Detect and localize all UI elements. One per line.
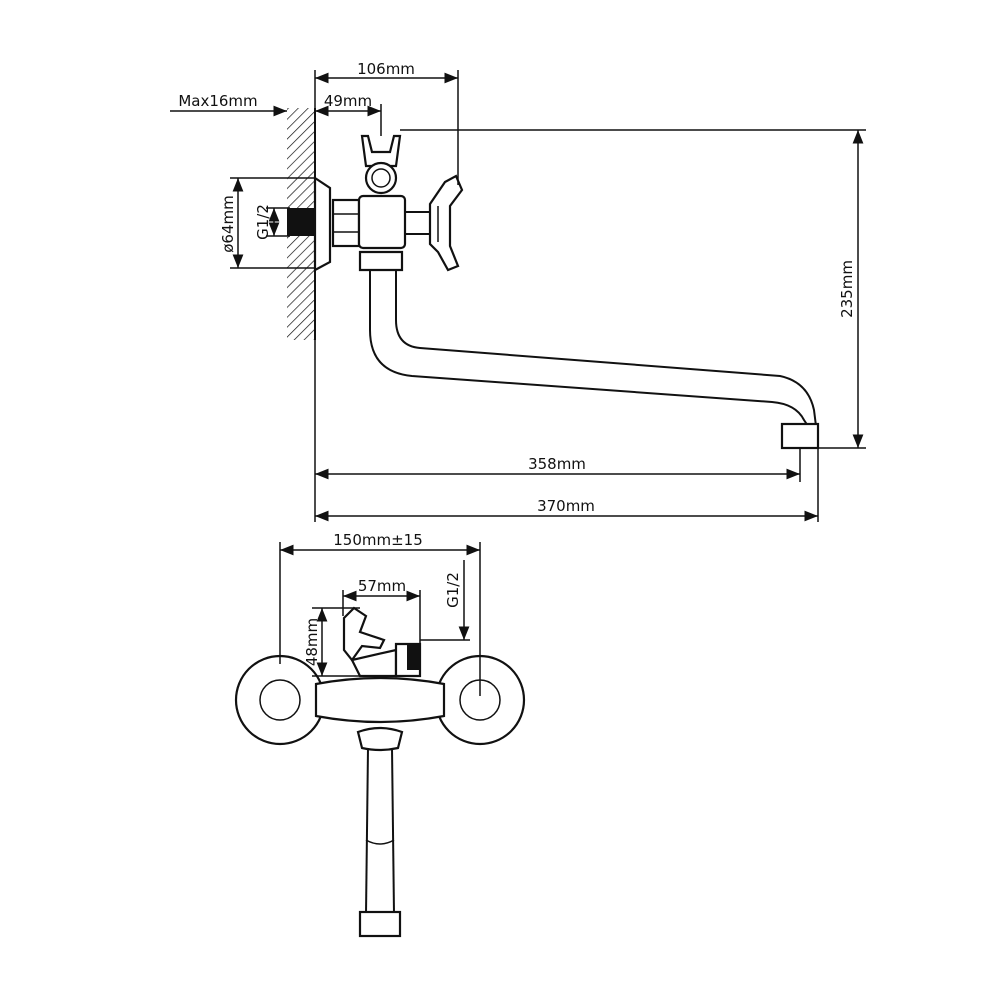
swivel-nut: [358, 250, 404, 272]
mixer-body: [357, 194, 407, 250]
front-view: 150mm±15 57mm 48mm G1/2: [234, 531, 526, 938]
dim-49-label: 49mm: [324, 92, 372, 110]
shower-holder: [360, 134, 402, 168]
dim-150-label: 150mm±15: [333, 531, 423, 549]
dim-max16-label: Max16mm: [178, 92, 257, 110]
dim-370-label: 370mm: [537, 497, 595, 515]
threaded-inlet: [287, 208, 315, 236]
front-shower-holder: [342, 606, 386, 662]
front-body: [314, 676, 446, 724]
front-swivel-nut: [356, 726, 404, 752]
handle-knob: [428, 174, 464, 272]
spout-inner: [395, 270, 817, 427]
left-flange: [234, 654, 326, 746]
left-flange-inner: [259, 679, 301, 721]
dim-106-label: 106mm: [357, 60, 415, 78]
front-thread-black: [407, 644, 421, 670]
spout-outer: [369, 270, 809, 427]
front-aerator: [358, 910, 402, 938]
side-view: 106mm 49mm Max16mm ø64mm G1/2 235mm 358m…: [170, 60, 866, 522]
front-spout-right: [391, 747, 395, 915]
dim-thread-side-label: G1/2: [254, 204, 272, 240]
front-spout-left: [365, 747, 369, 915]
dim-358-label: 358mm: [528, 455, 586, 473]
dim-57-label: 57mm: [358, 577, 406, 595]
hex-nut: [331, 198, 361, 248]
shower-holder-ring: [364, 161, 398, 195]
dim-thread-front-label: G1/2: [444, 572, 462, 608]
dim-64-label: ø64mm: [219, 195, 237, 253]
dim-235-label: 235mm: [838, 260, 856, 318]
dim-48-label: 48mm: [303, 618, 321, 666]
aerator: [780, 422, 820, 450]
wall-flange: [313, 175, 332, 272]
